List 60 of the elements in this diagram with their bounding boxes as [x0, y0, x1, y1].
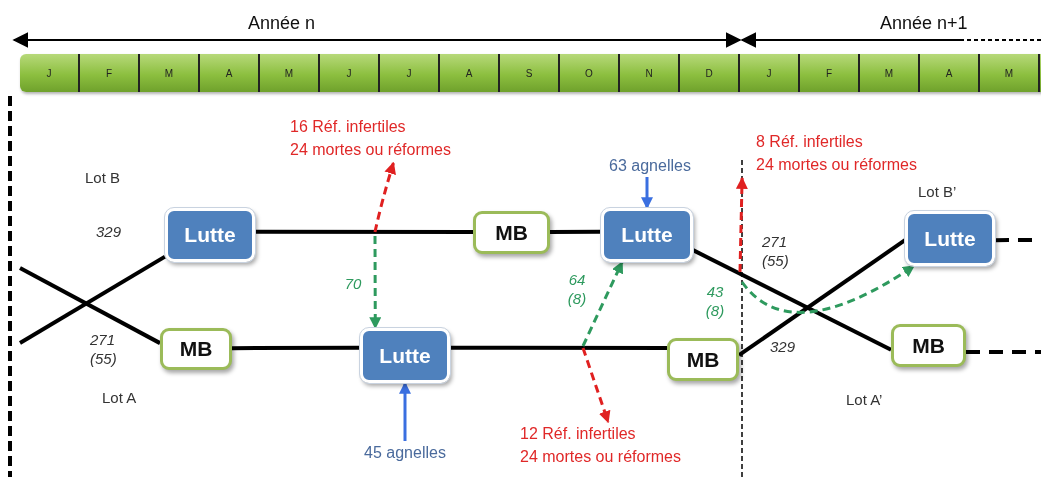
annotation-text: 8 Réf. infertiles — [756, 132, 864, 152]
month-label: S — [525, 67, 533, 79]
process-box: MB — [473, 211, 550, 254]
month-label: J — [46, 67, 52, 79]
connector-line — [255, 229, 473, 235]
annotation-text: 24 mortes ou réformes — [290, 140, 452, 160]
year-label: Année n — [248, 14, 316, 33]
process-box: Lutte — [165, 208, 255, 262]
annotation-text: 24 mortes ou réformes — [520, 447, 682, 467]
count-label: 271 (55) — [762, 232, 790, 270]
month-label: M — [884, 67, 894, 79]
arrow — [581, 347, 611, 424]
connector-line — [737, 238, 907, 357]
arrow — [581, 260, 624, 347]
month-label: J — [766, 67, 772, 79]
annotation-text: 63 agnelles — [608, 156, 692, 176]
connector-line — [19, 266, 161, 345]
count-label: 271 (55) — [90, 330, 118, 368]
arrow — [641, 177, 653, 210]
arrow — [399, 381, 411, 441]
connector-line — [450, 345, 667, 350]
connector-line — [232, 345, 360, 351]
lot-label: Lot A’ — [846, 390, 883, 409]
month-label: F — [105, 67, 113, 79]
count-label: 329 — [96, 222, 122, 241]
process-box: MB — [891, 324, 966, 367]
month-label: O — [585, 67, 593, 79]
annotation-text: 12 Réf. infertiles — [520, 424, 637, 444]
annotation-text: 16 Réf. infertiles — [290, 117, 407, 137]
annotation-text: 45 agnelles — [363, 443, 447, 463]
connector-line — [550, 229, 601, 235]
process-box: Lutte — [360, 328, 450, 383]
month-label: J — [406, 67, 412, 79]
connector-line — [966, 349, 1041, 354]
month-label: M — [284, 67, 294, 79]
process-box: MB — [160, 328, 232, 370]
lot-label: Lot B — [85, 168, 121, 187]
lot-label: Lot A — [102, 388, 137, 407]
lot-label: Lot B’ — [918, 182, 957, 201]
connector-line — [18, 254, 167, 345]
month-label: F — [825, 67, 833, 79]
month-label: D — [705, 67, 713, 79]
process-box: Lutte — [905, 211, 995, 266]
arrow — [735, 176, 748, 273]
year-label: Année n+1 — [880, 14, 968, 33]
count-label: 329 — [770, 337, 796, 356]
month-label: M — [164, 67, 174, 79]
month-label: M — [1004, 67, 1014, 79]
month-label: A — [945, 67, 953, 79]
arrow — [369, 236, 382, 330]
connector-line — [692, 248, 892, 352]
annotation-text: 24 mortes ou réformes — [756, 155, 918, 175]
month-label: A — [225, 67, 233, 79]
month-label: A — [465, 67, 473, 79]
process-box: MB — [667, 338, 739, 381]
month-label: N — [645, 67, 653, 79]
process-box: Lutte — [601, 208, 693, 262]
arrow — [740, 264, 915, 314]
arrow — [373, 161, 396, 233]
month-label: J — [346, 67, 352, 79]
